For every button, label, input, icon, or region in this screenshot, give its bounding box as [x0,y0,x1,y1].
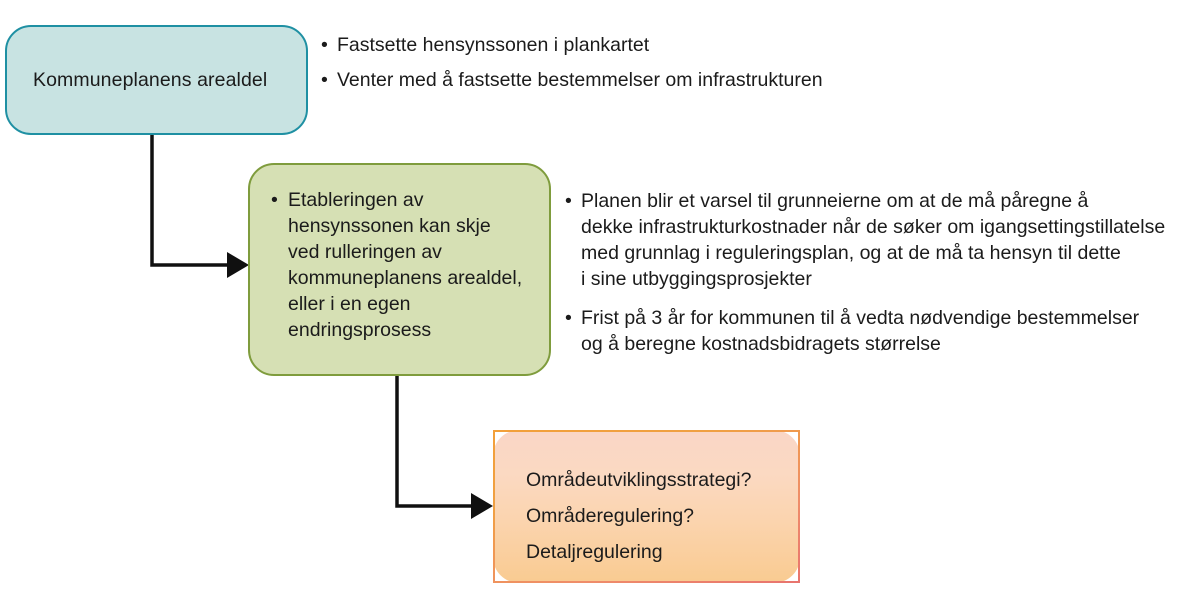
node-orange-options: Områdeutviklingsstrategi? Områdereguleri… [526,462,786,570]
list-item: • Frist på 3 år for kommunen til å vedta… [565,305,1195,357]
option-omradeutviklingsstrategi: Områdeutviklingsstrategi? [526,469,752,491]
annotation-list-top: • Fastsette hensynssonen i plankartet • … [321,32,1181,93]
list-item-text: Venter med å fastsette bestemmelser om i… [337,69,823,91]
arrow-teal-to-green [150,135,249,278]
list-item: • Fastsette hensynssonen i plankartet [321,32,1181,58]
bullet-dot-icon: • [321,34,328,56]
bullet-dot-icon: • [321,69,328,91]
node-etablering-hensynssone[interactable]: • Etableringen av hensynssonen kan skje … [248,163,551,376]
node-kommuneplanens-arealdel[interactable]: Kommuneplanens arealdel [5,25,308,135]
list-item-text: Etableringen av hensynssonen kan skje ve… [288,189,523,341]
bullet-dot-icon: • [565,190,572,212]
list-item-text: Frist på 3 år for kommunen til å vedta n… [581,307,1140,355]
list-item: • Etableringen av hensynssonen kan skje … [268,187,539,343]
list-item: • Venter med å fastsette bestemmelser om… [321,67,1181,93]
bullet-dot-icon: • [271,189,278,211]
option-omraderegulering: Områderegulering? [526,505,695,527]
option-detaljregulering: Detaljregulering [526,541,663,563]
list-item: • Planen blir et varsel til grunneierne … [565,188,1195,292]
node-green-bullet-list: • Etableringen av hensynssonen kan skje … [268,187,539,343]
arrow-green-to-orange [395,376,493,519]
node-reguleringsvalg[interactable]: Områdeutviklingsstrategi? Områdereguleri… [493,430,800,583]
annotation-list-middle: • Planen blir et varsel til grunneierne … [565,188,1195,357]
list-item-text: Planen blir et varsel til grunneierne om… [581,190,1166,290]
node-teal-label: Kommuneplanens arealdel [33,68,268,91]
list-item-text: Fastsette hensynssonen i plankartet [337,34,650,56]
bullet-dot-icon: • [565,307,572,329]
